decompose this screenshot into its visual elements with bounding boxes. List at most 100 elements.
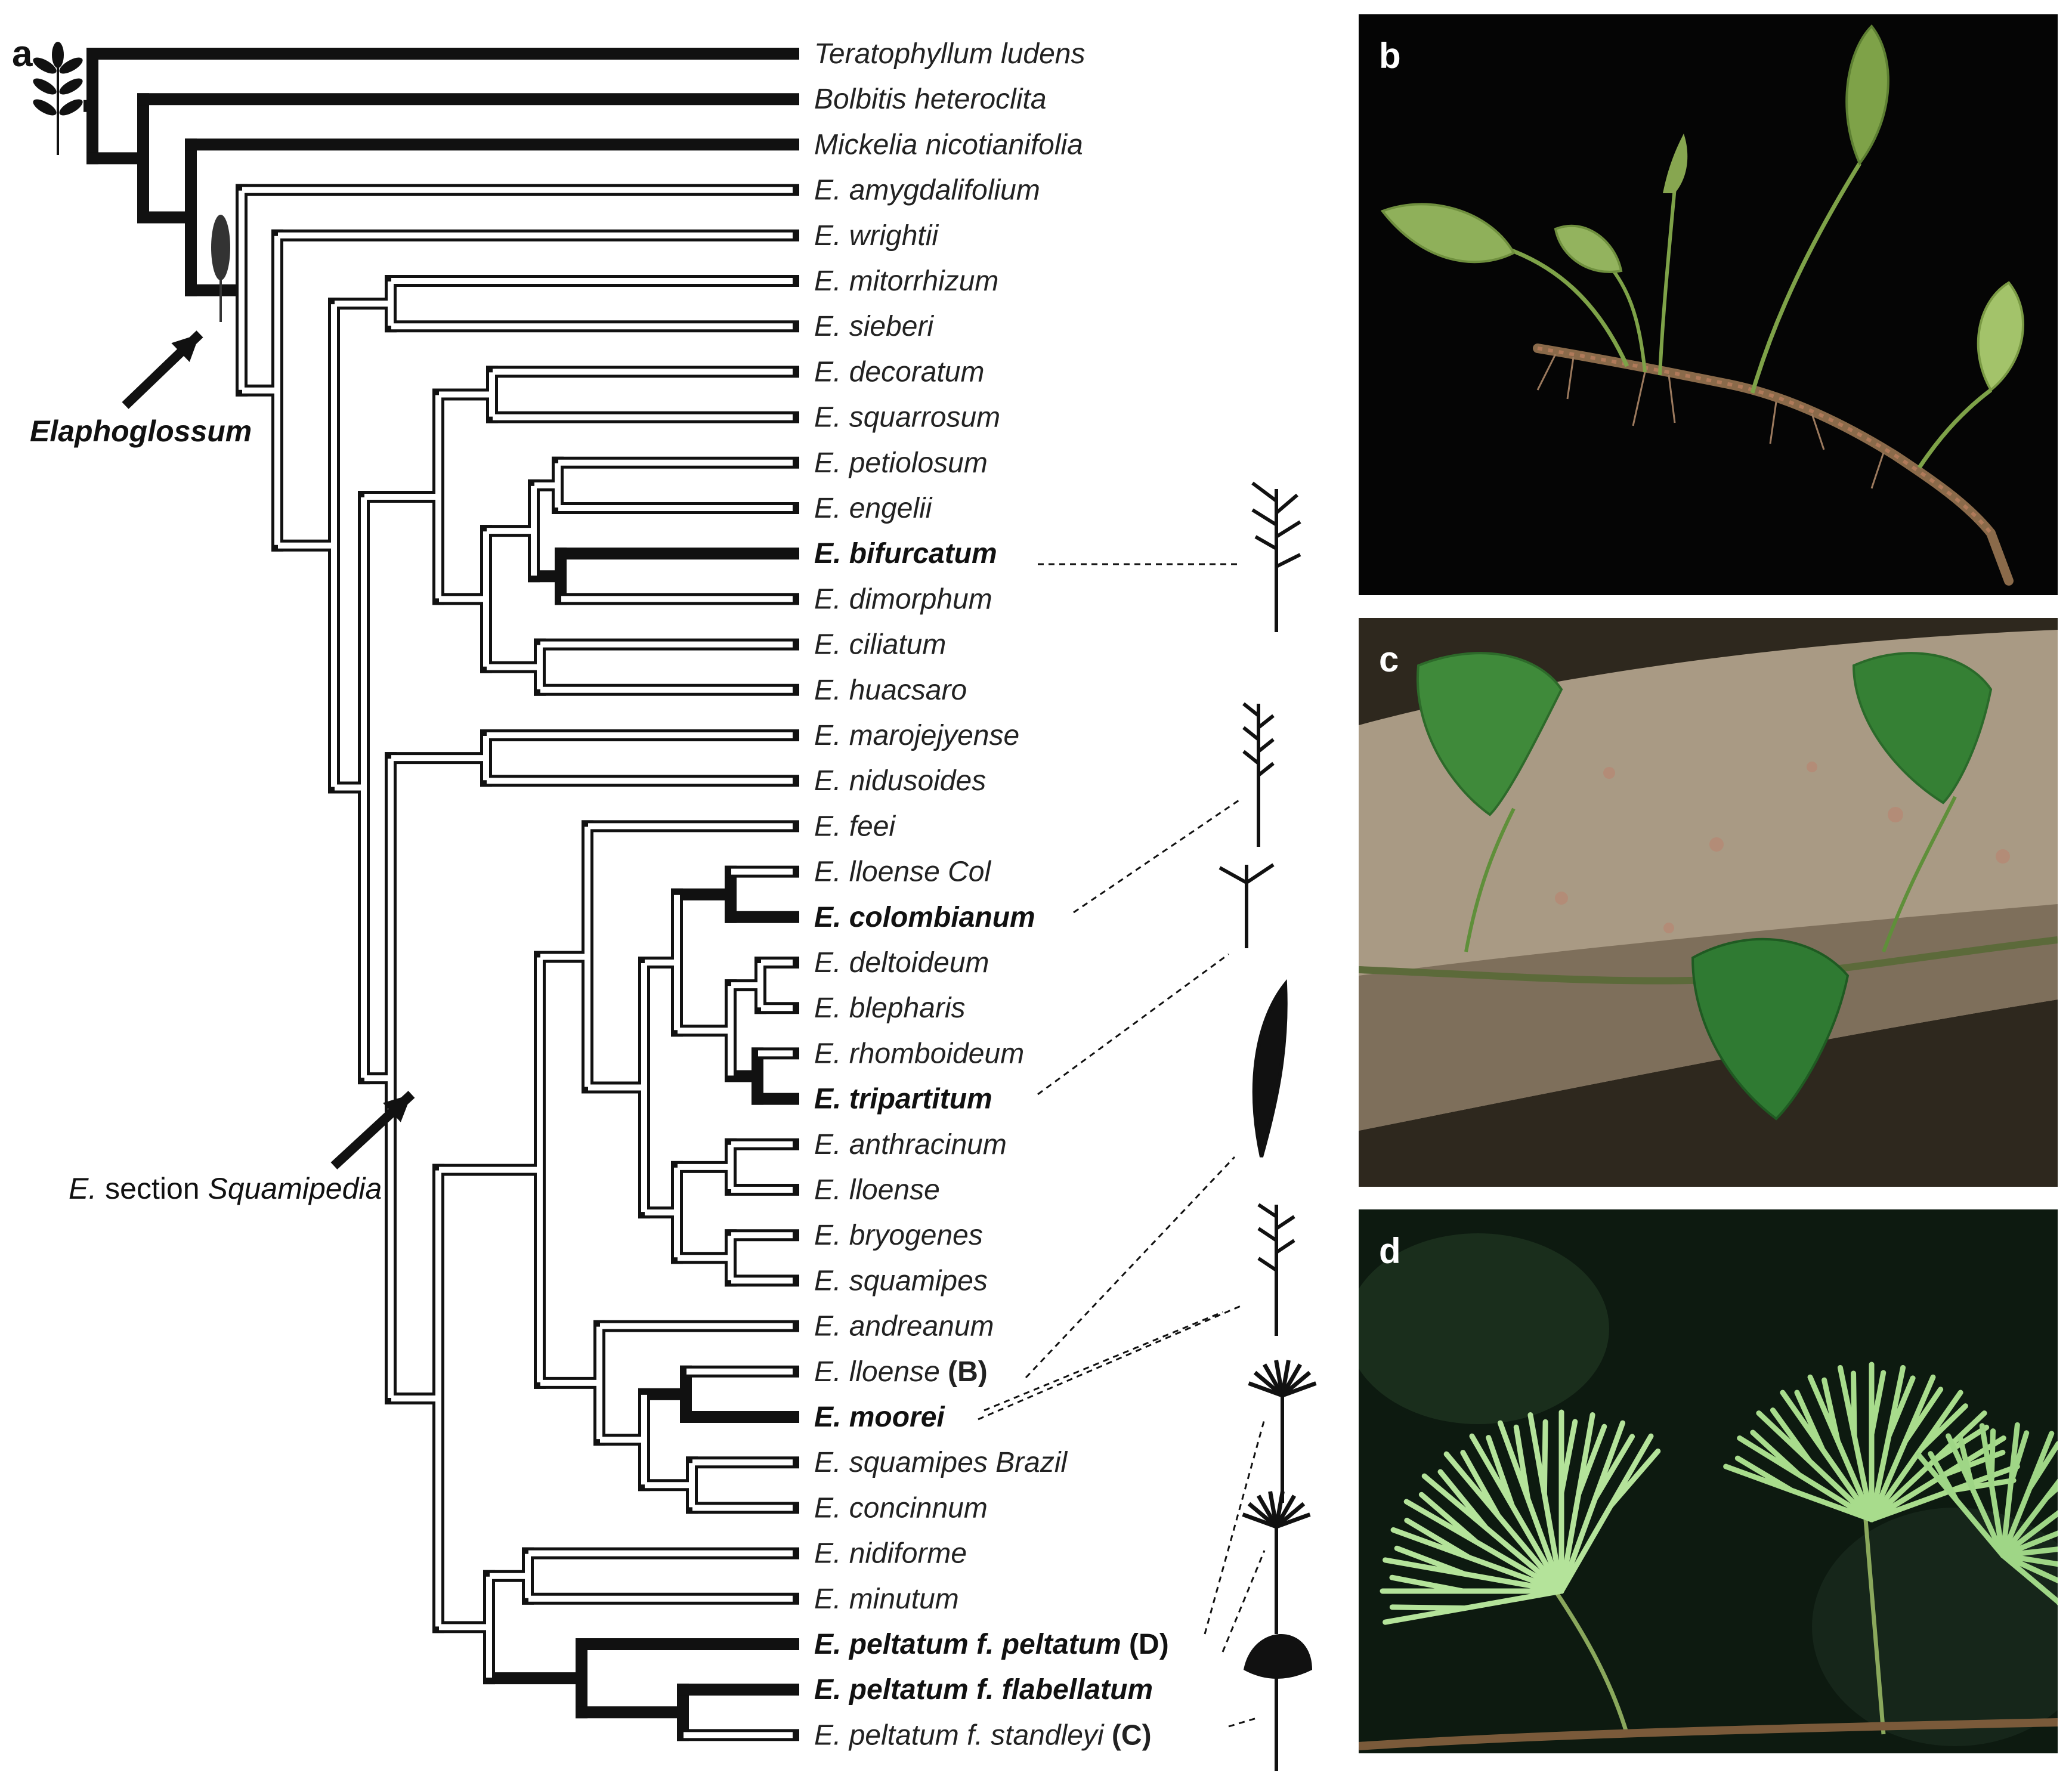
pinnate-leaf-icon-pinna [59, 57, 83, 74]
taxon-label: E. dimorphum [814, 583, 992, 615]
fern-frond-segment [1723, 1455, 1875, 1523]
taxon-label: E. engelii [814, 493, 933, 524]
taxon-label: E. petiolosum [814, 447, 988, 479]
dashed-leader-line [1037, 953, 1229, 1096]
taxon-label: Teratophyllum ludens [814, 38, 1086, 70]
taxon-label: E. lloense [814, 1174, 940, 1206]
silhouette-colombianum [1242, 702, 1275, 847]
fern-frond-segment [1527, 1412, 1564, 1594]
fern-frond-segment [1558, 1433, 1661, 1594]
taxon-label: E. nidiforme [814, 1538, 967, 1570]
pinnate-leaf-icon-pinna [59, 99, 83, 116]
taxon-label: E. squamipes [814, 1265, 988, 1297]
taxon-label: E. blepharis [814, 992, 965, 1024]
fern-frond-segment [2000, 1478, 2058, 1558]
fern-frond-segment [1869, 1362, 1887, 1523]
fern-frond-segment [1737, 1429, 1875, 1523]
creeping-fern-photo: b [1359, 14, 2058, 595]
fern-frond-segment [1558, 1420, 1635, 1594]
fern-frond-segment [1383, 1588, 1564, 1625]
silhouette-andreanum [1252, 979, 1288, 1158]
clade-label-section: Squamipedia [208, 1172, 382, 1205]
fern-frond-segment [1380, 1574, 1564, 1594]
fern-frond-segment [2000, 1552, 2058, 1606]
taxon-label: E. andreanum [814, 1311, 994, 1342]
taxon-label: E. peltatum f. peltatum (D) [814, 1629, 1169, 1660]
fern-frond-segment [2000, 1552, 2058, 1583]
dashed-leader-line [1221, 1550, 1266, 1653]
fern-frond-segment [1869, 1364, 1916, 1523]
fern-frond-segment [1780, 1390, 1875, 1523]
fern-frond-segment [1756, 1407, 1875, 1523]
taxon-label: E. bryogenes [814, 1220, 983, 1251]
pinnate-leaf-icon-pinna [59, 78, 83, 95]
taxon-label: E. wrightii [814, 220, 939, 252]
fern-frond-segment [1403, 1492, 1564, 1594]
taxon-figure-ref: (D) [1121, 1629, 1169, 1660]
photo-panel-b: b [1359, 14, 2058, 595]
pinnate-leaf-icon-tip [52, 42, 64, 68]
taxon-label: E. sieberi [814, 311, 934, 342]
clade-label-squamipedia: E. section Squamipedia [69, 1172, 382, 1205]
fern-frond-segment [1979, 1423, 2006, 1558]
taxon-label: E. moorei [814, 1401, 945, 1433]
taxon-figure-ref: (C) [1104, 1719, 1152, 1751]
fern-frond-segment [1383, 1545, 1564, 1594]
fern-frond-segment [2000, 1546, 2058, 1558]
fern-frond-segment [1421, 1469, 1564, 1594]
taxon-label: E. bifurcatum [814, 538, 997, 570]
taxon-label: E. rhomboideum [814, 1038, 1024, 1069]
clade-label-elaphoglossum: Elaphoglossum [30, 414, 252, 448]
dashed-leader-line [984, 1311, 1223, 1412]
taxon-label: E. tripartitum [814, 1084, 992, 1115]
taxon-label: E. colombianum [814, 902, 1035, 933]
fern-on-bark-photo: c [1359, 618, 2058, 1187]
taxon-label: E. squarrosum [814, 402, 1000, 434]
taxon-label: Bolbitis heteroclita [814, 83, 1047, 115]
clade-label-rank: section [97, 1172, 208, 1205]
fern-frond-segment [2000, 1422, 2030, 1558]
silhouette-tripartitum [1219, 863, 1275, 948]
panel-label-c: c [1379, 639, 1399, 679]
taxon-label: E. peltatum f. standleyi (C) [814, 1719, 1152, 1751]
dashed-leader-line [978, 1305, 1241, 1421]
taxon-label: E. squamipes Brazil [814, 1447, 1068, 1478]
photo-panel-c: c [1359, 618, 2058, 1187]
taxon-label: E. nidusoides [814, 765, 986, 797]
dashed-leader-line [1073, 798, 1241, 914]
fern-frond-segment [2000, 1552, 2058, 1567]
taxon-label: Mickelia nicotianifolia [814, 129, 1083, 160]
taxon-label: E. amygdalifolium [814, 175, 1040, 206]
panel-label-d: d [1379, 1231, 1401, 1271]
taxon-label: E. marojejyense [814, 720, 1019, 751]
fern-frond-segment [1946, 1433, 2006, 1558]
fern-frond-segment [1497, 1420, 1564, 1594]
fern-frond-segment [1837, 1364, 1875, 1523]
fern-frond-segment [2000, 1530, 2058, 1558]
arrow-squamipedia-head [383, 1094, 412, 1122]
silhouette-peltatum-flabellatum-segment [1275, 1512, 1311, 1529]
fern-frond-segment [1558, 1409, 1578, 1594]
panel-label-a: a [12, 33, 33, 75]
taxon-figure-ref: (B) [940, 1356, 988, 1388]
taxon-label: E. deltoideum [814, 947, 989, 979]
silhouette-moorei [1257, 1203, 1295, 1336]
silhouette-peltatum-d-segment [1281, 1381, 1317, 1398]
taxon-label: E. huacsaro [814, 674, 967, 706]
fern-frond-segment [1390, 1517, 1564, 1594]
taxon-label: E. concinnum [814, 1492, 988, 1524]
pinnate-leaf-icon-pinna [33, 78, 57, 95]
fern-frond-segment [1469, 1433, 1564, 1594]
fern-frond-segment [1443, 1450, 1564, 1594]
fern-frond-segment [1807, 1374, 1875, 1523]
simple-leaf-icon [211, 215, 230, 280]
fern-frond-segment [2000, 1431, 2058, 1558]
fern-frond-segment [1916, 1451, 2006, 1558]
taxon-label: E. anthracinum [814, 1129, 1007, 1161]
taxon-label: E. lloense Col [814, 856, 991, 888]
taxon-label: E. minutum [814, 1583, 959, 1615]
fern-frond-segment [1558, 1412, 1607, 1594]
fern-frond-segment [2000, 1510, 2058, 1558]
